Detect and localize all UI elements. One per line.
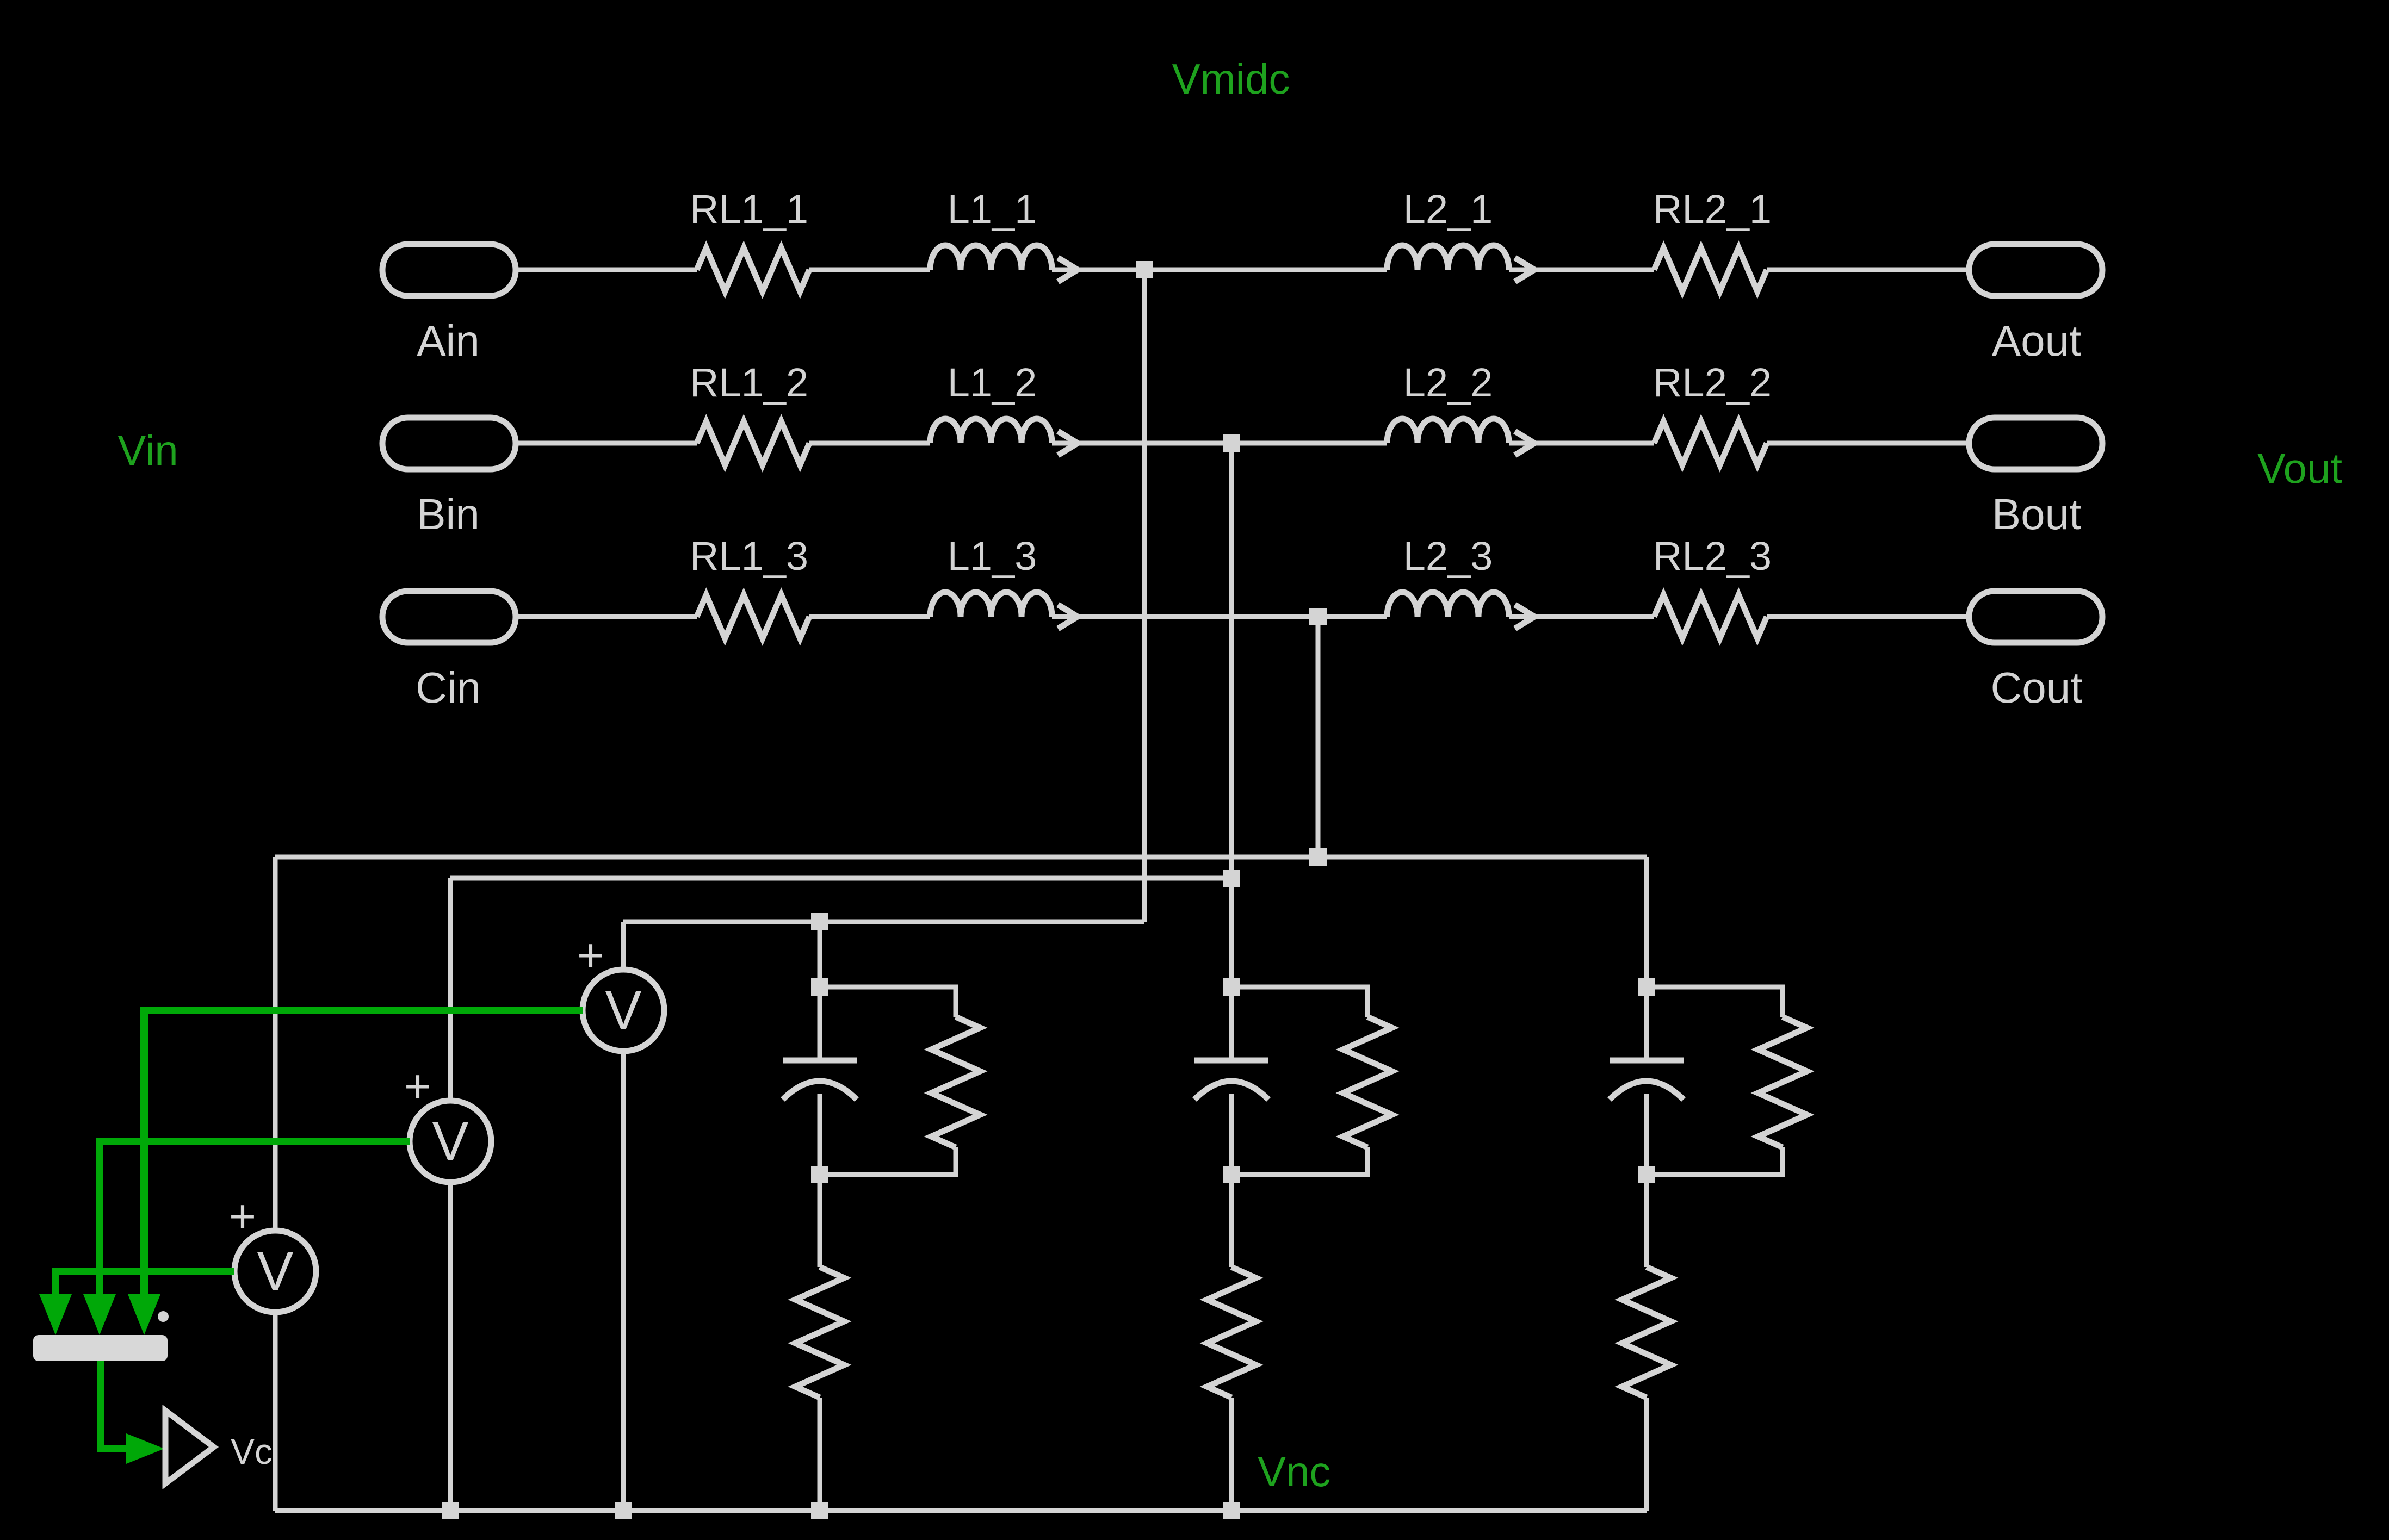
resistor-rl2-1[interactable]: RL2_1	[1653, 187, 1772, 291]
resistor-damping-2[interactable]	[1343, 1017, 1392, 1147]
inductor-l2-1-label: L2_1	[1403, 187, 1493, 232]
port-cin-pill[interactable]	[382, 591, 516, 643]
voltmeter-3-symbol: V	[257, 1241, 294, 1302]
port-cin[interactable]: Cin	[382, 591, 516, 712]
junction-dot	[1223, 1502, 1240, 1519]
capacitor-2[interactable]	[1194, 1060, 1268, 1100]
resistor-rl1-3[interactable]: RL1_3	[690, 533, 809, 638]
signal-wire	[97, 1361, 126, 1452]
junction-dot	[1309, 848, 1327, 866]
signal-arrow-icon	[126, 1433, 164, 1464]
resistor-rl2-2[interactable]: RL2_2	[1653, 360, 1772, 465]
port-bout-pill[interactable]	[1969, 418, 2102, 469]
inductor-l2-2[interactable]: L2_2	[1387, 360, 1534, 455]
net-label-vin[interactable]: Vin	[117, 426, 178, 474]
signal-wire	[96, 1138, 410, 1294]
mux-first-input-dot	[158, 1311, 169, 1322]
rc-branch-2	[1194, 978, 1392, 1511]
voltmeter-1-plus: +	[577, 929, 604, 982]
signal-wire	[140, 1007, 583, 1294]
resistor-damping-3[interactable]	[1758, 1017, 1807, 1147]
net-label-vnc[interactable]: Vnc	[1258, 1448, 1330, 1495]
inductor-l2-1[interactable]: L2_1	[1387, 187, 1534, 282]
resistor-rl2-2-label: RL2_2	[1653, 360, 1772, 405]
inductor-l2-2-label: L2_2	[1403, 360, 1493, 405]
phase-c-row: Cin RL1_3 L1_3 L2_3 RL2_3 Cout	[382, 533, 2102, 712]
rc-branch-3	[1610, 857, 1807, 1511]
voltmeter-3-plus: +	[229, 1190, 256, 1243]
signal-wire	[52, 1268, 234, 1294]
outport-triangle-icon[interactable]	[162, 1404, 219, 1490]
inductor-l1-2-label: L1_2	[948, 360, 1037, 405]
resistor-rl1-3-label: RL1_3	[690, 533, 808, 579]
wire	[1647, 984, 1785, 1017]
capacitor-3[interactable]	[1610, 1060, 1684, 1100]
voltmeter-1-symbol: V	[605, 980, 642, 1041]
capacitor-1[interactable]	[783, 1060, 857, 1100]
port-cout-pill[interactable]	[1969, 591, 2102, 643]
inductor-l2-3-label: L2_3	[1403, 533, 1493, 579]
voltmeter-2-symbol: V	[432, 1111, 469, 1172]
port-cin-label: Cin	[416, 663, 481, 712]
resistor-rl1-1-label: RL1_1	[690, 187, 808, 232]
phase-b-row: Bin RL1_2 L1_2 L2_2 RL2_2 Bout	[382, 360, 2102, 538]
inductor-l1-1-label: L1_1	[948, 187, 1037, 232]
port-bin[interactable]: Bin	[382, 418, 516, 538]
voltmeter-1[interactable]: V +	[577, 922, 664, 1511]
port-ain-label: Ain	[417, 316, 480, 365]
wire	[1231, 984, 1370, 1017]
port-aout-label: Aout	[1992, 316, 2082, 365]
port-bout[interactable]: Bout	[1969, 418, 2102, 538]
port-ain-pill[interactable]	[382, 244, 516, 296]
signal-mux[interactable]	[33, 1335, 168, 1361]
resistor-ground-2[interactable]	[1207, 1267, 1256, 1398]
port-cout[interactable]: Cout	[1969, 591, 2102, 712]
signal-wires	[39, 1007, 583, 1335]
wire	[1647, 1147, 1785, 1177]
net-label-vmidc[interactable]: Vmidc	[1172, 55, 1290, 103]
voltmeter-2[interactable]: V +	[404, 878, 491, 1511]
inductor-l1-3-label: L1_3	[948, 533, 1037, 579]
port-bin-label: Bin	[417, 490, 480, 538]
port-bin-pill[interactable]	[382, 418, 516, 469]
port-ain[interactable]: Ain	[382, 244, 516, 365]
resistor-rl2-3[interactable]: RL2_3	[1653, 533, 1772, 638]
inductor-l2-3[interactable]: L2_3	[1387, 533, 1534, 629]
wire	[820, 1147, 958, 1177]
resistor-damping-1[interactable]	[931, 1017, 980, 1147]
resistor-rl2-1-label: RL2_1	[1653, 187, 1772, 232]
resistor-rl1-1[interactable]: RL1_1	[690, 187, 809, 291]
wire	[1231, 1147, 1370, 1177]
inductor-l1-1[interactable]: L1_1	[930, 187, 1078, 282]
voltmeter-3[interactable]: V +	[229, 857, 316, 1511]
resistor-ground-1[interactable]	[795, 1267, 844, 1398]
signal-arrow-icon	[39, 1294, 72, 1335]
signal-outport-vc[interactable]: Vc	[162, 1404, 273, 1490]
outport-vc-label: Vc	[231, 1431, 273, 1471]
resistor-rl2-3-label: RL2_3	[1653, 533, 1772, 579]
resistor-rl1-2-label: RL1_2	[690, 360, 808, 405]
voltmeter-2-plus: +	[404, 1060, 431, 1113]
port-bout-label: Bout	[1992, 490, 2082, 538]
phase-a-row: Ain RL1_1 L1_1 L2_1 RL2_1 Aout	[382, 187, 2102, 365]
inductor-l1-2[interactable]: L1_2	[930, 360, 1078, 455]
signal-arrow-icon	[83, 1294, 116, 1335]
net-label-vout[interactable]: Vout	[2257, 444, 2342, 492]
junction-dot	[811, 1502, 828, 1519]
inductor-l1-3[interactable]: L1_3	[930, 533, 1078, 629]
junction-dot	[1223, 870, 1240, 887]
resistor-ground-3[interactable]	[1622, 1267, 1671, 1398]
port-cout-label: Cout	[1991, 663, 2083, 712]
signal-arrow-icon	[128, 1294, 160, 1335]
wire	[820, 984, 958, 1017]
port-aout-pill[interactable]	[1969, 244, 2102, 296]
resistor-rl1-2[interactable]: RL1_2	[690, 360, 809, 465]
rc-branch-1	[783, 922, 980, 1511]
port-aout[interactable]: Aout	[1969, 244, 2102, 365]
